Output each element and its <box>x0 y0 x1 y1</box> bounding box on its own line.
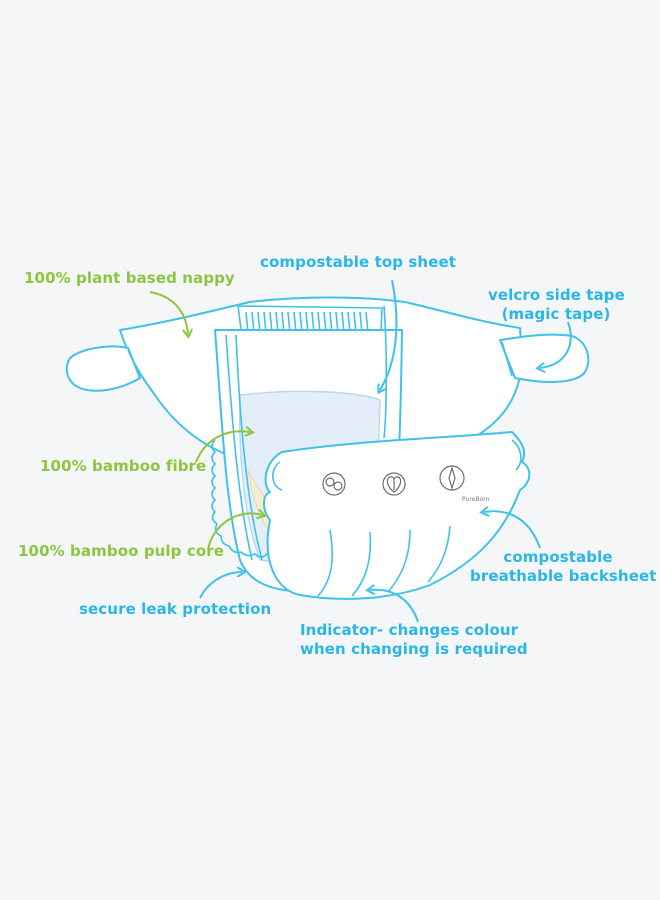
arrow-leak <box>199 572 242 599</box>
brand-mark: PureBorn <box>462 496 489 503</box>
label-leak: secure leak protection <box>79 600 272 618</box>
arrow-bamboo-fibre <box>195 431 250 463</box>
label-velcro-line2: (magic tape) <box>501 305 611 323</box>
arrow-plant-based <box>149 291 188 334</box>
label-backsheet: compostable breathable backsheet <box>470 548 657 586</box>
label-backsheet-line1: compostable <box>503 548 613 566</box>
label-plant-based: 100% plant based nappy <box>24 269 235 287</box>
leaf-circle-icon <box>322 472 346 496</box>
label-bamboo-fibre: 100% bamboo fibre <box>40 457 207 475</box>
label-indicator-line2: when changing is required <box>300 640 528 658</box>
label-indicator-line1: Indicator- changes colour <box>300 621 519 639</box>
arrow-velcro <box>540 321 572 368</box>
leak-cuff-frill <box>211 439 286 558</box>
arrow-top-sheet <box>380 279 398 390</box>
heart-tree-icon <box>382 472 406 496</box>
left-side-tab <box>65 345 141 392</box>
compass-icon <box>439 465 465 491</box>
arrow-bamboo-core <box>207 513 262 551</box>
label-backsheet-line2: breathable backsheet <box>470 567 657 585</box>
arrow-backsheet <box>484 511 541 549</box>
right-velcro-tab <box>499 333 590 383</box>
arrow-indicator <box>370 590 419 623</box>
label-velcro: velcro side tape (magic tape) <box>488 286 625 324</box>
label-velcro-line1: velcro side tape <box>488 286 625 304</box>
label-indicator: Indicator- changes colour when changing … <box>300 621 528 659</box>
label-top-sheet: compostable top sheet <box>260 253 457 271</box>
label-bamboo-core: 100% bamboo pulp core <box>18 542 225 560</box>
